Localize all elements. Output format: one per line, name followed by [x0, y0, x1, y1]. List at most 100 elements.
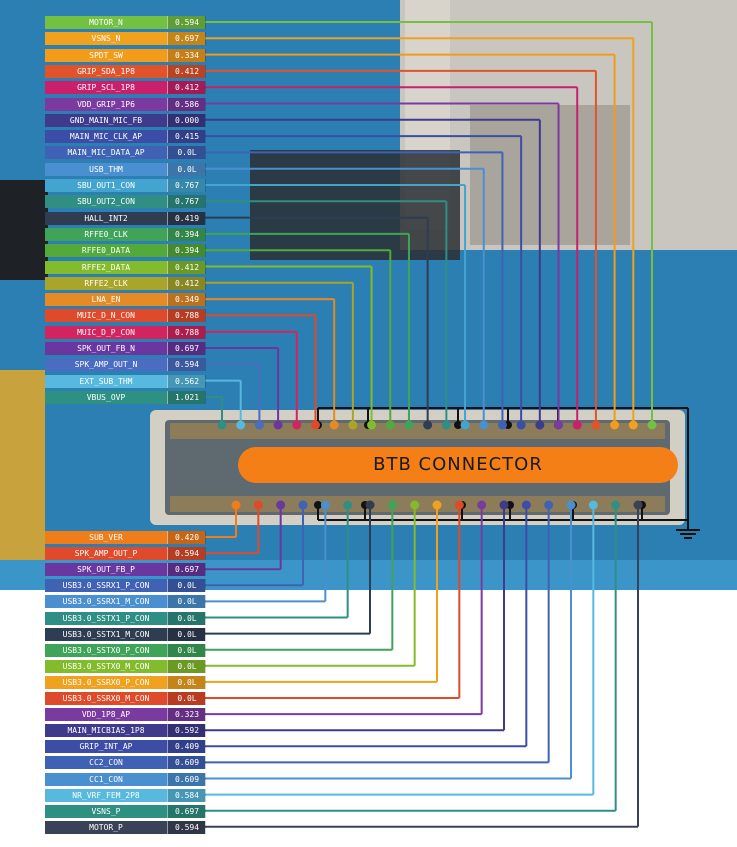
signal-name: MAIN_MIC_CLK_AP — [69, 132, 143, 142]
signal-label: SBU_OUT1_CON 0.767 — [45, 179, 206, 192]
signal-voltage: 1.021 — [167, 390, 206, 404]
pin-dot — [499, 500, 509, 510]
signal-name: MUIC_D_P_CON — [77, 327, 135, 337]
signal-voltage: 0.586 — [167, 97, 206, 111]
pin-dot — [432, 500, 442, 510]
signal-voltage: 0.562 — [167, 374, 206, 388]
signal-voltage: 0.394 — [167, 227, 206, 241]
signal-label: MOTOR_N 0.594 — [45, 16, 206, 29]
signal-voltage: 0.767 — [167, 179, 206, 192]
pin-dot — [236, 420, 246, 430]
pin-dot — [647, 420, 657, 430]
signal-label: USB3.0_SSRX1_P_CON 0.0L — [45, 579, 206, 593]
signal-name: USB3.0_SSTX0_M_CON — [62, 661, 150, 671]
pin-dot — [365, 500, 375, 510]
pin-dot — [320, 500, 330, 510]
signal-name: RFFE2_CLK — [84, 278, 128, 288]
signal-name: CC2_CON — [89, 758, 123, 768]
signal-voltage: 0.0L — [167, 659, 206, 673]
signal-voltage: 0.788 — [167, 325, 206, 339]
signal-voltage: 0.349 — [167, 293, 206, 307]
signal-voltage: 0.420 — [167, 531, 206, 544]
signal-voltage: 0.697 — [167, 563, 206, 577]
signal-name: USB3.0_SSRX1_P_CON — [62, 581, 150, 591]
signal-voltage: 0.419 — [167, 211, 206, 225]
signal-voltage: 0.767 — [167, 195, 206, 209]
signal-voltage: 0.697 — [167, 32, 206, 46]
pin-dot — [298, 500, 308, 510]
signal-label: MAIN_MIC_DATA_AP 0.0L — [45, 146, 206, 160]
pin-dot — [423, 420, 433, 430]
pin-dot — [410, 500, 420, 510]
pin-dot — [348, 420, 358, 430]
signal-voltage: 0.334 — [167, 48, 206, 62]
signal-voltage: 0.0L — [167, 643, 206, 657]
shield-can-window — [470, 105, 630, 245]
signal-name: GND_MAIN_MIC_FB — [69, 115, 143, 125]
signal-voltage: 0.609 — [167, 756, 206, 770]
signal-voltage: 0.594 — [167, 16, 206, 29]
signal-name: VDD_GRIP_1P6 — [77, 99, 135, 109]
signal-label: VDD_GRIP_1P6 0.586 — [45, 97, 206, 111]
signal-voltage: 0.0L — [167, 611, 206, 625]
signal-voltage: 0.0L — [167, 692, 206, 705]
signal-voltage: 0.412 — [167, 81, 206, 95]
signal-voltage: 0.0L — [167, 146, 206, 160]
signal-name: SPK_OUT_FB_P — [77, 565, 135, 575]
signal-name: USB3.0_SSRX0_P_CON — [62, 677, 150, 687]
signal-label: MAIN_MIC_CLK_AP 0.415 — [45, 130, 206, 144]
pin-dot — [254, 420, 264, 430]
pin-dot — [628, 420, 638, 430]
signal-name: USB_THM — [89, 164, 123, 174]
signal-voltage: 0.412 — [167, 276, 206, 290]
signal-name: RFFE0_DATA — [81, 246, 131, 256]
pin-dot — [521, 500, 531, 510]
signal-voltage: 0.697 — [167, 804, 206, 818]
signal-voltage: 0.0L — [167, 162, 206, 176]
signal-name: USB3.0_SSTX1_M_CON — [62, 629, 150, 639]
signal-name: SBU_OUT1_CON — [77, 181, 135, 190]
signal-name: MUIC_D_N_CON — [77, 311, 135, 321]
signal-voltage: 0.592 — [167, 724, 206, 738]
signal-name: HALL_INT2 — [84, 213, 128, 223]
signal-name: MOTOR_N — [89, 18, 123, 27]
signal-name: USB3.0_SSRX0_M_CON — [62, 694, 150, 703]
pin-dot — [460, 420, 470, 430]
signal-label: VSNS_P 0.697 — [45, 804, 206, 818]
pin-dot — [566, 500, 576, 510]
signal-name: GRIP_INT_AP — [79, 742, 133, 752]
signal-voltage: 0.0L — [167, 579, 206, 593]
pin-dot — [479, 420, 489, 430]
signal-voltage: 0.394 — [167, 244, 206, 258]
signal-label: USB3.0_SSTX0_M_CON 0.0L — [45, 659, 206, 673]
ground-pin-dot — [314, 501, 322, 509]
signal-voltage: 0.788 — [167, 309, 206, 323]
signal-voltage: 0.412 — [167, 64, 206, 78]
signal-name: RFFE2_DATA — [81, 262, 131, 272]
signal-name: VDD_1P8_AP — [81, 710, 131, 720]
signal-name: MAIN_MIC_DATA_AP — [67, 148, 145, 158]
signal-voltage: 0.594 — [167, 820, 206, 834]
flex-cable — [0, 370, 45, 570]
pin-dot — [454, 500, 464, 510]
signal-voltage: 0.415 — [167, 130, 206, 144]
signal-label: HALL_INT2 0.419 — [45, 211, 206, 225]
signal-name: VSNS_P — [91, 806, 121, 816]
signal-voltage: 0.584 — [167, 788, 206, 802]
